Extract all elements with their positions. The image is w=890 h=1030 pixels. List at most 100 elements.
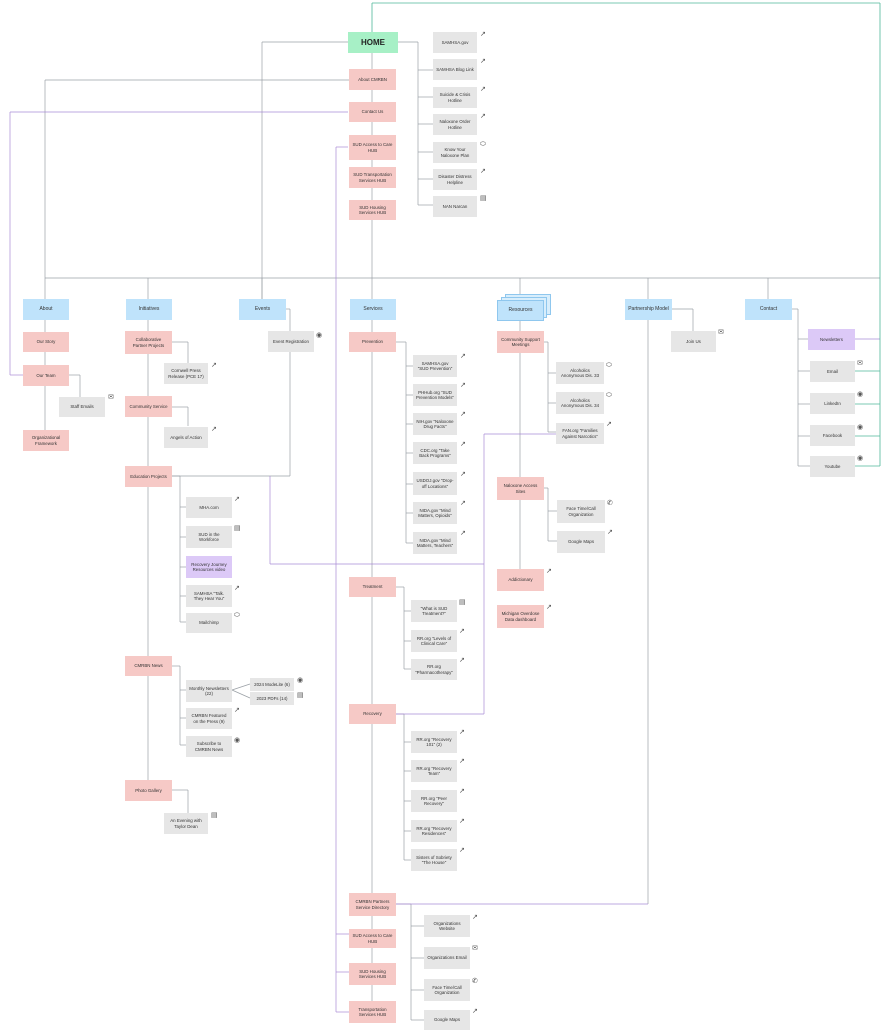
mail-icon: ✉ [718, 328, 724, 336]
aa-district-33-link[interactable]: Alcoholics Anonymous Dis. 33 [556, 362, 604, 384]
organizational-framework-page[interactable]: Organizational Framework [23, 430, 69, 451]
about-cmrbn-page[interactable]: About CMRBN [349, 69, 396, 90]
section-partnership[interactable]: Partnership Model [625, 299, 672, 320]
pill-icon: ⬭ [606, 391, 612, 399]
external-link-icon: ↗ [459, 787, 465, 795]
external-link-icon: ↗ [607, 528, 613, 536]
recovery-page[interactable]: Recovery [349, 704, 396, 724]
external-link-icon: ↗ [460, 440, 466, 448]
treatment-link-3[interactable]: RR.org "Pharmacotherapy" [411, 659, 457, 680]
suicide-hotline-link[interactable]: Suicide & Crisis Hotline [433, 87, 477, 108]
samhsa-link[interactable]: SAMHSA.gov [433, 32, 477, 53]
section-services[interactable]: Services [350, 299, 396, 320]
mha-link[interactable]: MHA.com [186, 497, 232, 518]
mailchimp-link[interactable]: Mailchimp [186, 613, 232, 633]
prevention-link-6[interactable]: NIDA.gov "Mind Matters, Opioids" [413, 502, 457, 524]
education-projects-page[interactable]: Education Projects [125, 466, 172, 487]
recovery-link-4[interactable]: RR.org "Recovery Residences" [411, 820, 457, 842]
organizations-email-link[interactable]: Organizations Email [424, 947, 470, 969]
external-link-icon: ↗ [459, 627, 465, 635]
prevention-link-7[interactable]: NIDA.gov "Mind Matters, Teachers" [413, 532, 457, 554]
google-maps-link[interactable]: Google Maps [424, 1010, 470, 1030]
resources-maps-link[interactable]: Google Maps [557, 531, 605, 553]
document-icon: ▤ [459, 598, 466, 606]
treatment-link-2[interactable]: RR.org "Levels of Clinical Care" [411, 630, 457, 652]
prevention-page[interactable]: Prevention [349, 332, 396, 352]
facebook-link[interactable]: Facebook [810, 425, 855, 446]
staff-emails-link[interactable]: Staff Emails [59, 397, 105, 417]
partners-directory-page[interactable]: CMRBN Partners Service Directory [349, 893, 396, 916]
disaster-helpline-link[interactable]: Disaster Distress Helpline [433, 169, 477, 190]
pill-icon: ⬭ [480, 140, 486, 148]
treatment-link-1[interactable]: "What is SUD Treatment?" [411, 600, 457, 622]
sud-access-care-page[interactable]: SUD Access to Care HUB [349, 929, 396, 948]
sud-housing-hub-page[interactable]: SUD Housing Services HUB [349, 200, 396, 220]
treatment-page[interactable]: Treatment [349, 577, 396, 597]
section-about[interactable]: About [23, 299, 69, 320]
community-service-page[interactable]: Community Service [125, 396, 172, 417]
event-registration-link[interactable]: Event Registration [268, 331, 314, 352]
community-support-page[interactable]: Community Support Meetings [497, 331, 544, 353]
sud-housing-services-page[interactable]: SUD Housing Services HUB [349, 963, 396, 985]
linkedin-link[interactable]: LinkedIn [810, 393, 855, 414]
evening-taylor-link[interactable]: An Evening with Taylor Dean [164, 813, 208, 834]
prevention-link-1[interactable]: SAMHSA.gov "SUD Prevention" [413, 355, 457, 377]
external-link-icon: ↗ [546, 567, 552, 575]
external-link-icon: ↗ [480, 85, 486, 93]
recovery-link-2[interactable]: RR.org "Recovery Team" [411, 760, 457, 782]
michigan-overdose-page[interactable]: Michigan Overdose Data dashboard [497, 605, 544, 628]
facetime-organization-link[interactable]: Face Time/Call Organization [424, 979, 470, 1001]
samhsa-talk-link[interactable]: SAMHSA "Talk. They Hear You" [186, 585, 232, 607]
our-story-page[interactable]: Our Story [23, 332, 69, 352]
sud-access-hub-page[interactable]: SUD Access to Care HUB [349, 135, 396, 160]
external-link-icon: ↗ [234, 495, 240, 503]
newsletters-node[interactable]: Newsletters [808, 329, 855, 350]
recovery-link-3[interactable]: RR.org "Peer Recovery" [411, 790, 457, 812]
prevention-link-3[interactable]: NIH.gov "Naloxone Drug Facts" [413, 413, 457, 435]
section-initiatives[interactable]: Initiatives [126, 299, 172, 320]
featured-press-link[interactable]: CMRBN Featured on the Press (9) [186, 708, 232, 729]
section-resources[interactable]: Resources [497, 300, 544, 321]
resources-facetime-link[interactable]: Face Time/Call Organization [557, 500, 605, 523]
addictionary-page[interactable]: Addictionary [497, 569, 544, 591]
document-icon: ▤ [297, 691, 304, 699]
angels-action-link[interactable]: Angels of Action [164, 427, 208, 448]
sud-workforce-link[interactable]: SUD in the Workforce [186, 526, 232, 548]
section-events[interactable]: Events [239, 299, 286, 320]
fan-link[interactable]: FAN.org "Families Against Narcotics" [556, 423, 604, 444]
organizations-website-link[interactable]: Organizations Website [424, 915, 470, 937]
naloxone-access-page[interactable]: Naloxone Access Sites [497, 477, 544, 500]
transportation-services-page[interactable]: Transportation Services HUB [349, 1001, 396, 1023]
naloxone-hotline-link[interactable]: Naloxone Order Hotline [433, 114, 477, 135]
samhsa-blog-link[interactable]: SAMHSA Blog Link [433, 59, 477, 80]
recovery-journey-video[interactable]: Recovery Journey Resources video [186, 556, 232, 578]
recovery-link-5[interactable]: Sisters of Sobriety "The House" [411, 849, 457, 871]
youtube-link[interactable]: Youtube [810, 456, 855, 477]
section-contact[interactable]: Contact [745, 299, 792, 320]
join-us-link[interactable]: Join Us [671, 331, 716, 352]
external-link-icon: ↗ [546, 603, 552, 611]
sud-transport-hub-page[interactable]: SUD Transportation Services HUB [349, 167, 396, 188]
know-naloxone-link[interactable]: Know Your Naloxone Plan [433, 142, 477, 163]
recovery-link-1[interactable]: RR.org "Recovery 101" (2) [411, 731, 457, 753]
our-team-page[interactable]: Our Team [23, 365, 69, 386]
home-node[interactable]: HOME [348, 32, 398, 53]
email-link[interactable]: Email [810, 361, 855, 382]
prevention-link-4[interactable]: CDC.org "Take Back Programs" [413, 442, 457, 464]
subscribe-news-link[interactable]: Subscribe to CMRBN News [186, 736, 232, 757]
prevention-link-2[interactable]: PHHub.org "SUD Prevention Models" [413, 384, 457, 406]
collaborative-projects-page[interactable]: Collaborative Partner Projects [125, 331, 172, 354]
photo-gallery-page[interactable]: Photo Gallery [125, 780, 172, 801]
cmrbn-news-page[interactable]: CMRBN News [125, 656, 172, 676]
external-link-icon: ↗ [460, 470, 466, 478]
monthly-newsletters-link[interactable]: Monthly Newsletters (22) [186, 680, 232, 702]
aa-district-34-link[interactable]: Alcoholics Anonymous Dis. 34 [556, 392, 604, 414]
contact-us-page[interactable]: Contact Us [349, 102, 396, 122]
modelite-link[interactable]: 2024 ModeLite (6) [250, 678, 294, 691]
narcan-link[interactable]: NAN Narcan [433, 196, 477, 217]
pdfs-link[interactable]: 2023 PDFs (14) [250, 692, 294, 705]
prevention-link-5[interactable]: USDOJ.gov "Drop-off Locations" [413, 472, 457, 495]
cornwell-press-link[interactable]: Cornwell Press Release (PCE 17) [164, 363, 208, 384]
